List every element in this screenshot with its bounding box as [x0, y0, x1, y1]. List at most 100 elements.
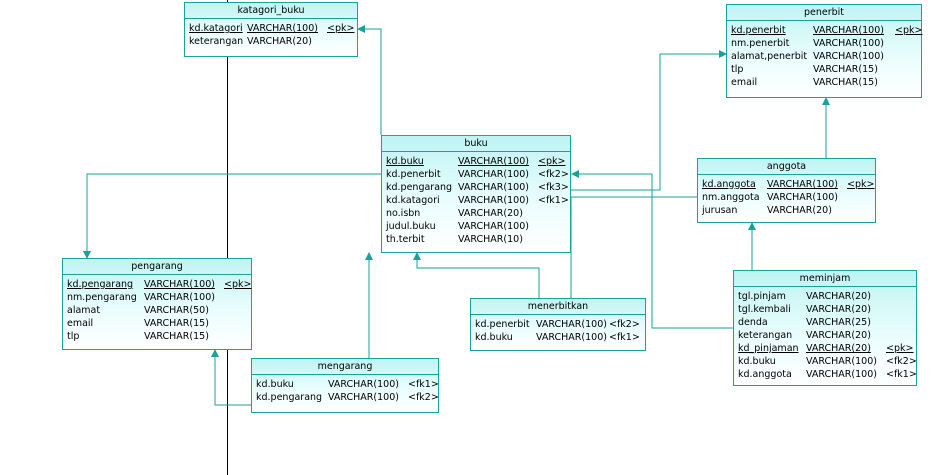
table-title: mengarang [252, 359, 438, 375]
column-name: kd.penerbit [475, 319, 530, 330]
column-type: VARCHAR(100) [806, 356, 877, 367]
column-type: VARCHAR(10) [458, 234, 523, 245]
column-name: no.isbn [386, 208, 421, 219]
table-title: meminjam [734, 271, 916, 287]
column-name: denda [738, 317, 768, 328]
column-name: kd.pengarang [256, 392, 323, 403]
table-title: pengarang [63, 259, 251, 275]
column-name: kd.katagori [189, 23, 243, 34]
column-key: <fk2> [408, 392, 439, 403]
table-title: menerbitkan [471, 299, 645, 315]
column-key: <fk1> [886, 369, 917, 380]
column-type: VARCHAR(100) [813, 38, 884, 49]
column-row: jurusan VARCHAR(20) [702, 204, 871, 217]
column-type: VARCHAR(20) [806, 291, 871, 302]
column-key: <fk2> [538, 169, 569, 180]
column-name: kd.penerbit [386, 169, 441, 180]
column-name: tgl.pinjam [738, 291, 786, 302]
column-type: VARCHAR(50) [144, 305, 209, 316]
column-row: nm.anggota VARCHAR(100) [702, 191, 871, 204]
column-row: keterangan VARCHAR(20) [738, 329, 912, 342]
column-name: kd.katagori [386, 195, 440, 206]
column-type: VARCHAR(100) [806, 369, 877, 380]
link-menerbitkan-anggota [570, 196, 697, 298]
column-row: tgl.pinjam VARCHAR(20) [738, 290, 912, 303]
column-name: kd_pinjaman [738, 343, 799, 354]
column-key: <fk2> [609, 319, 640, 330]
column-key: <pk> [538, 156, 566, 167]
column-row: tlp VARCHAR(15) [67, 330, 247, 343]
column-name: nm.anggota [702, 192, 760, 203]
column-name: nm.penerbit [731, 38, 790, 49]
column-name: keterangan [738, 330, 793, 341]
column-key: <pk> [886, 343, 914, 354]
column-name: tlp [67, 331, 80, 342]
column-type: VARCHAR(20) [767, 205, 832, 216]
column-type: VARCHAR(20) [806, 343, 871, 354]
link-buku-penerbit [571, 50, 727, 191]
column-type: VARCHAR(15) [144, 331, 209, 342]
column-type: VARCHAR(100) [458, 195, 529, 206]
table-title: penerbit [727, 5, 921, 21]
column-key: <pk> [327, 23, 355, 34]
column-type: VARCHAR(100) [767, 179, 838, 190]
column-row: th.terbit VARCHAR(10) [386, 233, 566, 246]
column-name: judul.buku [386, 221, 436, 232]
column-type: VARCHAR(15) [813, 64, 878, 75]
column-key: <pk> [847, 179, 875, 190]
column-type: VARCHAR(100) [328, 379, 399, 390]
column-type: VARCHAR(100) [144, 292, 215, 303]
column-type: VARCHAR(20) [806, 330, 871, 341]
column-type: VARCHAR(20) [806, 304, 871, 315]
link-meminjam-buku [571, 170, 733, 329]
column-type: VARCHAR(20) [458, 208, 523, 219]
column-type: VARCHAR(20) [247, 36, 312, 47]
column-name: kd.anggota [738, 369, 792, 380]
column-type: VARCHAR(100) [458, 221, 529, 232]
link-buku-pengarang [83, 173, 381, 259]
column-row: kd_pinjaman VARCHAR(20) <pk> [738, 342, 914, 355]
column-type: VARCHAR(100) [458, 156, 529, 167]
column-type: VARCHAR(100) [767, 192, 838, 203]
column-name: th.terbit [386, 234, 425, 245]
column-key: <fk3> [538, 182, 569, 193]
column-type: VARCHAR(100) [536, 332, 607, 343]
column-name: kd.penerbit [731, 25, 786, 36]
column-name: kd.buku [256, 379, 294, 390]
column-key: <fk1> [609, 332, 640, 343]
table-title: anggota [698, 159, 875, 175]
column-name: jurusan [702, 205, 738, 216]
link-menerbitkan-buku [413, 252, 540, 298]
column-row: nm.penerbit VARCHAR(100) [731, 37, 917, 50]
